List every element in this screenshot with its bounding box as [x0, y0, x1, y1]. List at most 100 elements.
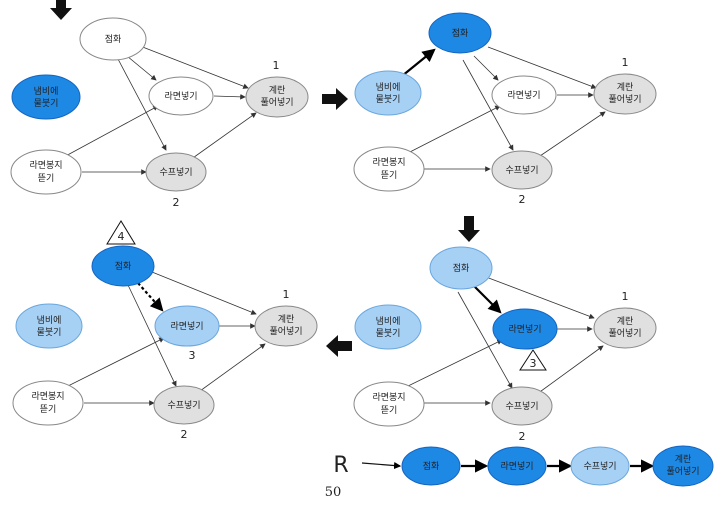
node-label: 냄비에: [376, 316, 401, 327]
order-label: 3: [530, 357, 537, 370]
in-degree-label: 3: [189, 349, 196, 362]
in-degree-label: 2: [181, 428, 188, 441]
panel-4: 점화 냄비에 물붓기 라면넣기 3 계란 풀어넣기 1 라면봉지 뜯기 수프넣기…: [353, 246, 657, 443]
node-label: 뜯기: [38, 173, 55, 184]
node-water: [15, 303, 83, 349]
edge-ignite-ramen: [473, 55, 499, 81]
node-label: 뜯기: [381, 405, 398, 416]
in-degree-label: 2: [519, 193, 526, 206]
node-label: 계란: [278, 313, 295, 325]
edge-ignite-egg: [485, 276, 595, 319]
node-ramen: [492, 308, 558, 350]
edge-open-ramen: [405, 105, 501, 155]
node-label: 풀어넣기: [608, 94, 641, 105]
node-ramen: [148, 76, 214, 116]
node-label: 라면넣기: [170, 321, 203, 332]
node-label: 수프넣기: [505, 401, 538, 412]
node-label: 냄비에: [37, 315, 62, 326]
node-egg: [593, 307, 657, 349]
panel-1: 점화 냄비에 물붓기 라면넣기 계란 풀어넣기 1 라면봉지 뜯기 수프넣기 2: [10, 17, 309, 209]
result-sequence: R 점화 라면넣기 수프넣기 계란 풀어넣기: [333, 445, 714, 487]
page-number: 50: [325, 485, 342, 500]
edge-open-ramen: [63, 337, 165, 389]
in-degree-label: 1: [622, 56, 629, 69]
edge-soup-egg: [189, 112, 257, 161]
node-open: [12, 380, 84, 426]
node-label: 물붓기: [376, 328, 401, 339]
edge-water-ignite: [401, 48, 436, 77]
node-label: 뜯기: [40, 404, 57, 415]
node-label: 계란: [269, 84, 286, 96]
edge-ignite-soup: [462, 59, 514, 151]
edge-ignite-egg: [151, 271, 257, 315]
result-arrow-in: [361, 461, 402, 470]
node-water: [354, 70, 422, 116]
in-degree-label: 1: [622, 290, 629, 303]
node-label: 물붓기: [34, 98, 59, 109]
node-label: 라면봉지: [372, 157, 405, 168]
step-arrow-left: [326, 335, 352, 357]
edge-soup-egg: [536, 345, 604, 395]
node-label: 수프넣기: [505, 165, 538, 176]
step-arrow-down: [458, 216, 480, 242]
node-label: 물붓기: [37, 327, 62, 338]
node-label: 라면봉지: [29, 160, 62, 171]
in-degree-label: 1: [283, 288, 290, 301]
result-node-ramen: [487, 446, 547, 486]
node-open: [353, 146, 425, 192]
in-degree-label: 2: [173, 196, 180, 209]
node-label: 뜯기: [381, 170, 398, 181]
result-node-soup: [570, 446, 630, 486]
node-label: 라면넣기: [508, 324, 541, 335]
node-soup: [491, 150, 553, 190]
node-soup: [145, 152, 207, 192]
node-label: 계란: [617, 81, 634, 93]
panel-2: 점화 냄비에 물붓기 라면넣기 계란 풀어넣기 1 라면봉지 뜯기 수프넣기 2: [353, 12, 657, 206]
node-ignite: [428, 12, 492, 54]
node-ramen: [491, 75, 557, 115]
node-ramen: [154, 305, 220, 347]
node-label: 점화: [105, 33, 122, 45]
node-label: 냄비에: [34, 86, 59, 97]
node-label: 냄비에: [376, 82, 401, 93]
edge-open-ramen: [61, 105, 159, 159]
node-water: [354, 304, 422, 350]
node-label: 계란: [675, 453, 692, 465]
in-degree-label: 2: [519, 430, 526, 443]
node-label: 라면넣기: [164, 91, 197, 102]
node-label: 수프넣기: [167, 400, 200, 411]
node-label: 풀어넣기: [666, 466, 699, 477]
node-open: [10, 149, 82, 195]
edge-ramen-egg: [213, 94, 246, 100]
node-label: 점화: [452, 27, 469, 39]
edge-ignite-egg: [139, 45, 249, 89]
node-soup: [153, 385, 215, 425]
node-ignite: [429, 246, 493, 290]
node-open: [353, 381, 425, 427]
node-egg: [593, 73, 657, 115]
node-label: 점화: [115, 260, 132, 272]
node-label: 풀어넣기: [269, 326, 302, 337]
order-triangle: [106, 220, 136, 245]
in-degree-label: 1: [273, 59, 280, 72]
result-label: R: [333, 453, 348, 478]
node-label: 점화: [423, 460, 440, 472]
edge-ignite-soup: [117, 58, 167, 151]
node-label: 라면봉지: [372, 392, 405, 403]
edge-ignite-ramen: [137, 282, 164, 312]
result-node-egg: [652, 445, 714, 487]
node-label: 수프넣기: [583, 461, 616, 472]
node-label: 계란: [617, 315, 634, 327]
node-water: [11, 74, 81, 120]
order-label: 4: [118, 230, 125, 243]
edge-soup-egg: [536, 111, 606, 159]
edge-ignite-egg: [487, 46, 597, 89]
result-node-ignite: [401, 446, 461, 486]
node-label: 라면봉지: [31, 391, 64, 402]
edge-open-ramen: [403, 339, 503, 389]
order-triangle: [519, 349, 547, 371]
panel-3: 4 점화 냄비에 물붓기 라면넣기 3 계란 풀어넣기 1 라면봉지 뜯기 수프…: [12, 220, 318, 441]
node-label: 라면넣기: [500, 461, 533, 472]
node-label: 풀어넣기: [608, 328, 641, 339]
